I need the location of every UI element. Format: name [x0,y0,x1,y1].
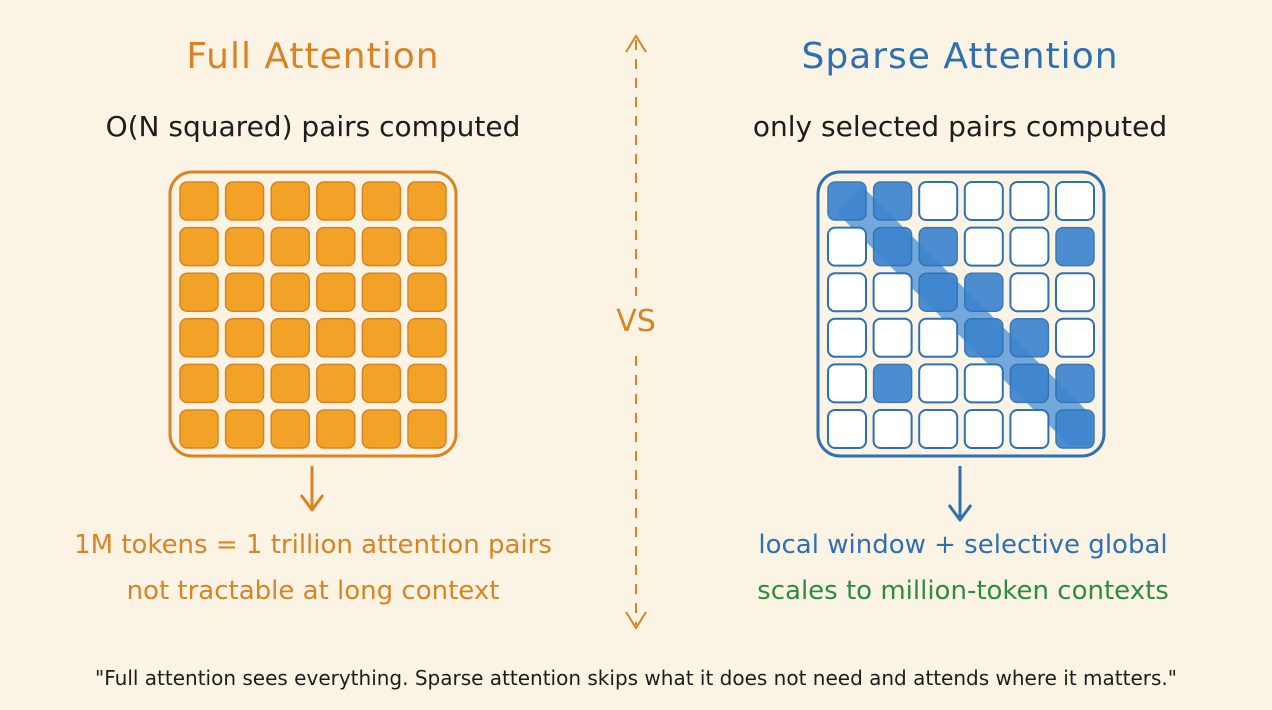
full-cell-r4-c2-computed [224,318,265,358]
full-attention-matrix [168,170,458,458]
sparse-attention-title: Sparse Attention [801,36,1119,77]
full-cell-r5-c1-computed [179,363,219,404]
sparse-cell-r4-c2-skipped [872,317,913,358]
full-cell-r2-c1-computed [179,226,219,267]
sparse-cell-r4-c6-skipped [1055,317,1095,358]
full-cell-r6-c1-computed [179,409,219,449]
full-cell-r1-c2-computed [224,181,265,221]
full-cell-r3-c5-computed [361,272,402,312]
sparse-cell-r6-c4-skipped [963,409,1004,449]
sparse-attention-matrix [816,170,1106,458]
full-down-arrow [299,466,325,512]
sparse-cell-r2-c1-skipped [827,226,867,267]
sparse-cell-r1-c4-skipped [963,181,1004,221]
full-cell-r5-c5-computed [361,363,402,404]
full-cell-r6-c6-computed [407,409,447,449]
full-matrix-frame [168,170,458,458]
vs-label: VS [616,304,656,339]
sparse-cell-r2-c6-computed [1055,226,1095,267]
full-cell-r1-c5-computed [361,181,402,221]
full-cell-r5-c2-computed [224,363,265,404]
sparse-cell-r4-c5-computed [1009,318,1050,358]
full-cell-r6-c3-computed [270,409,310,449]
sparse-cell-r6-c6-computed [1055,409,1095,449]
full-cell-r6-c2-computed [224,409,265,449]
sparse-cell-r3-c6-skipped [1055,272,1095,313]
full-cell-r4-c3-computed [270,318,310,358]
full-cell-r5-c3-computed [270,363,310,404]
sparse-cell-r1-c5-skipped [1009,181,1050,221]
vertical-divider [625,34,647,630]
full-cell-r3-c6-computed [407,272,447,312]
full-cell-r4-c4-computed [316,318,356,358]
sparse-cell-r6-c2-skipped [872,409,913,449]
full-attention-note-2: not tractable at long context [126,576,500,606]
full-cell-r3-c1-computed [179,272,219,312]
full-cell-r6-c4-computed [316,409,356,449]
sparse-cell-r4-c4-computed [964,318,1004,358]
sparse-cell-r3-c2-skipped [872,272,913,313]
full-cell-r4-c5-computed [361,318,402,358]
sparse-cell-r5-c3-skipped [918,363,959,404]
full-cell-r2-c4-computed [316,226,356,267]
full-cell-r2-c2-computed [224,226,265,267]
full-cell-r4-c6-computed [407,318,447,358]
full-cell-r1-c6-computed [407,181,447,221]
sparse-cell-r1-c1-computed [827,181,867,221]
sparse-attention-note-1: local window + selective global [758,530,1168,560]
full-cell-r5-c4-computed [316,363,356,404]
full-attention-title: Full Attention [186,36,440,77]
sparse-cell-r1-c2-computed [872,181,913,221]
full-cell-r3-c3-computed [270,272,310,312]
full-cell-r1-c1-computed [179,181,219,221]
sparse-attention-subtitle: only selected pairs computed [752,110,1168,143]
full-cell-r2-c6-computed [407,226,447,267]
full-cell-r2-c3-computed [270,226,310,267]
full-cell-r4-c1-computed [179,318,219,358]
sparse-cell-r2-c4-skipped [963,226,1004,267]
sparse-cell-r3-c1-skipped [827,272,867,313]
full-cell-r3-c4-computed [316,272,356,312]
sparse-matrix-frame [816,170,1106,458]
sparse-cell-r4-c1-skipped [827,317,867,358]
sparse-cell-r5-c2-computed [872,363,913,404]
footer-quote: "Full attention sees everything. Sparse … [95,666,1177,690]
sparse-cell-r6-c3-skipped [918,409,959,449]
sparse-cell-r5-c4-skipped [963,363,1004,404]
sparse-cell-r6-c5-skipped [1009,409,1050,449]
sparse-cell-r6-c1-skipped [827,409,867,449]
full-cell-r1-c4-computed [316,181,356,221]
sparse-cell-r4-c3-skipped [918,317,959,358]
full-cell-r3-c2-computed [224,272,265,312]
local-window-band [838,186,1092,446]
sparse-cell-r2-c3-computed [918,226,958,267]
sparse-cell-r3-c3-computed [918,272,958,312]
sparse-cell-r1-c3-skipped [918,181,959,221]
full-attention-note-1: 1M tokens = 1 trillion attention pairs [74,530,552,560]
full-cell-r6-c5-computed [361,409,402,449]
divider-down-arrowhead [625,611,647,630]
full-cell-r1-c3-computed [270,181,310,221]
sparse-cell-r1-c6-skipped [1055,181,1095,221]
sparse-cell-r5-c5-computed [1009,363,1050,404]
sparse-attention-note-2: scales to million-token contexts [757,576,1169,606]
sparse-cell-r3-c5-skipped [1009,272,1050,313]
sparse-cell-r3-c4-computed [964,272,1004,312]
full-cell-r5-c6-computed [407,363,447,404]
sparse-down-arrow [947,466,973,522]
sparse-cell-r5-c6-computed [1055,363,1095,404]
sparse-cell-r5-c1-skipped [827,363,867,404]
sparse-cell-r2-c5-skipped [1009,226,1050,267]
sparse-cell-r2-c2-computed [872,226,913,267]
full-attention-subtitle: O(N squared) pairs computed [105,110,521,143]
full-cell-r2-c5-computed [361,226,402,267]
divider-up-arrowhead [625,34,647,53]
